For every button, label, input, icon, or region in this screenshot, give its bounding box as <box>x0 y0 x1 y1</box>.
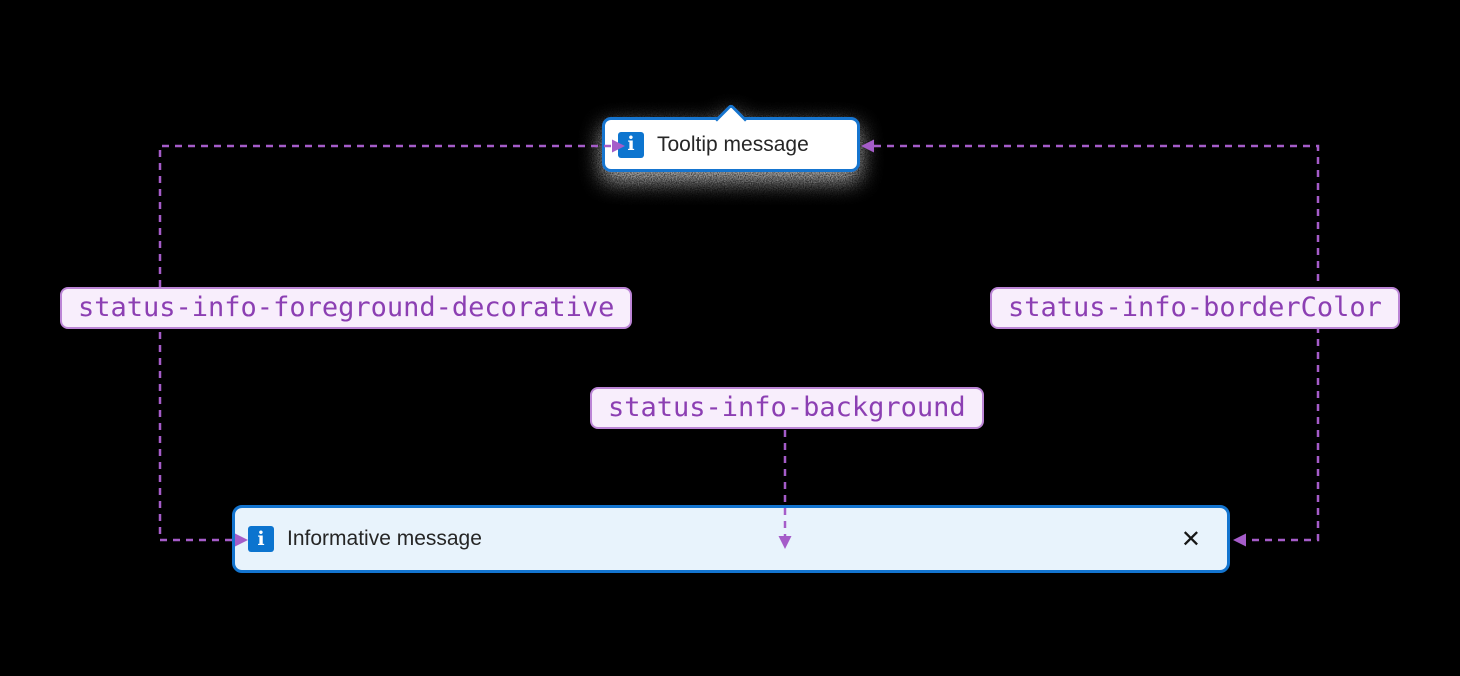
info-icon: i <box>248 526 274 552</box>
banner-message: Informative message <box>287 527 482 550</box>
token-status-info-foreground-decorative: status-info-foreground-decorative <box>60 287 633 329</box>
connector-foreground-decorative <box>158 144 611 542</box>
arrowheads <box>235 139 1246 549</box>
tooltip-message: Tooltip message <box>657 132 809 156</box>
connector-border-color <box>874 144 1320 542</box>
token-status-info-background: status-info-background <box>590 387 984 429</box>
arrowhead-banner-right <box>1233 533 1246 547</box>
tooltip-caret <box>714 103 748 136</box>
info-icon: i <box>618 131 644 158</box>
tooltip-box: i Tooltip message <box>602 103 860 172</box>
tooltip: i Tooltip message <box>602 103 860 172</box>
info-banner: i Informative message ✕ <box>232 505 1230 573</box>
close-icon[interactable]: ✕ <box>1180 525 1201 553</box>
token-status-info-borderColor: status-info-borderColor <box>990 287 1400 329</box>
dashed-paths <box>158 144 1320 542</box>
arrowhead-tooltip-right <box>861 139 874 153</box>
